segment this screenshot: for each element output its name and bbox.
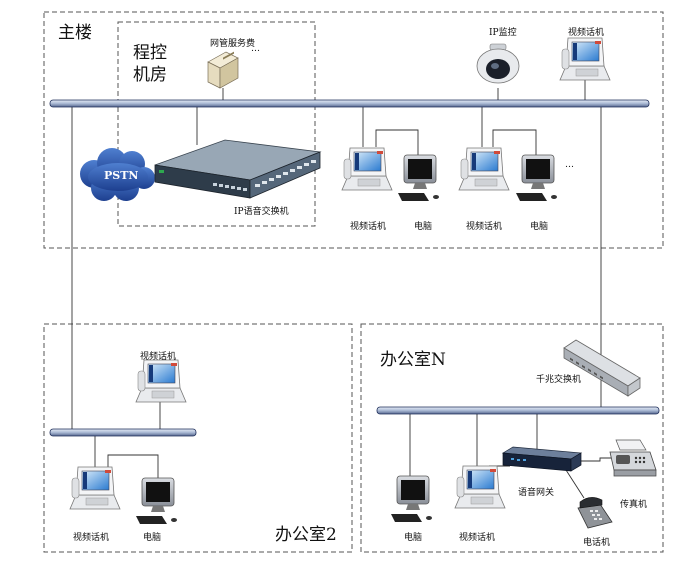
computer-icon xyxy=(390,475,433,523)
label-web-server: 网管服务费 xyxy=(210,39,256,49)
label-voice-gateway: 语音网关 xyxy=(518,488,555,498)
label-ip-camera: IP监控 xyxy=(489,28,517,38)
label-ip-pbx: IP语音交换机 xyxy=(234,207,289,217)
label-gigabit-switch: 千兆交换机 xyxy=(536,375,582,385)
main-building-frame xyxy=(43,11,664,249)
label-pstn: PSTN xyxy=(104,169,139,182)
label-computer: 电脑 xyxy=(530,222,549,232)
web-server-icon xyxy=(207,51,239,89)
label-computer: 电脑 xyxy=(404,533,423,543)
zone-label-control-room-line2: 机房 xyxy=(133,65,167,85)
video-phone-icon xyxy=(458,147,510,191)
label-video-phone: 视频话机 xyxy=(140,352,177,362)
label-computer: 电脑 xyxy=(414,222,433,232)
telephone-icon xyxy=(577,497,613,529)
ip-pbx-icon xyxy=(154,139,321,199)
zone-label-office2: 办公室2 xyxy=(275,525,337,545)
officeN-backbone-bus xyxy=(376,406,660,415)
zone-label-officeN: 办公室N xyxy=(380,350,446,370)
label-video-phone: 视频话机 xyxy=(459,533,496,543)
control-room-frame xyxy=(117,21,316,227)
video-phone-icon xyxy=(341,147,393,191)
computer-icon xyxy=(515,154,558,202)
main-building-backbone-bus xyxy=(49,99,650,108)
label-web-server-more: … xyxy=(251,44,260,54)
label-row-more: … xyxy=(565,160,574,170)
label-fax: 传真机 xyxy=(620,500,648,510)
video-phone-icon xyxy=(69,466,121,510)
office2-frame xyxy=(43,323,353,553)
label-video-phone: 视频话机 xyxy=(466,222,503,232)
label-telephone: 电话机 xyxy=(583,538,611,548)
zone-label-control-room-line1: 程控 xyxy=(133,43,167,63)
zone-label-main-building: 主楼 xyxy=(58,23,92,43)
gigabit-switch-icon xyxy=(563,339,641,397)
label-computer: 电脑 xyxy=(143,533,162,543)
video-phone-icon xyxy=(135,359,187,403)
video-phone-icon xyxy=(454,465,506,509)
pstn-cloud-icon xyxy=(80,148,155,201)
label-video-phone: 视频话机 xyxy=(73,533,110,543)
fax-machine-icon xyxy=(609,439,657,477)
computer-icon xyxy=(397,154,440,202)
label-video-phone: 视频话机 xyxy=(350,222,387,232)
office2-backbone-bus xyxy=(49,428,197,437)
computer-icon xyxy=(135,477,178,525)
label-video-phone: 视频话机 xyxy=(568,28,605,38)
officeN-frame xyxy=(360,323,664,553)
ip-camera-icon xyxy=(476,43,520,84)
video-phone-icon xyxy=(559,37,611,81)
voice-gateway-icon xyxy=(501,446,583,472)
